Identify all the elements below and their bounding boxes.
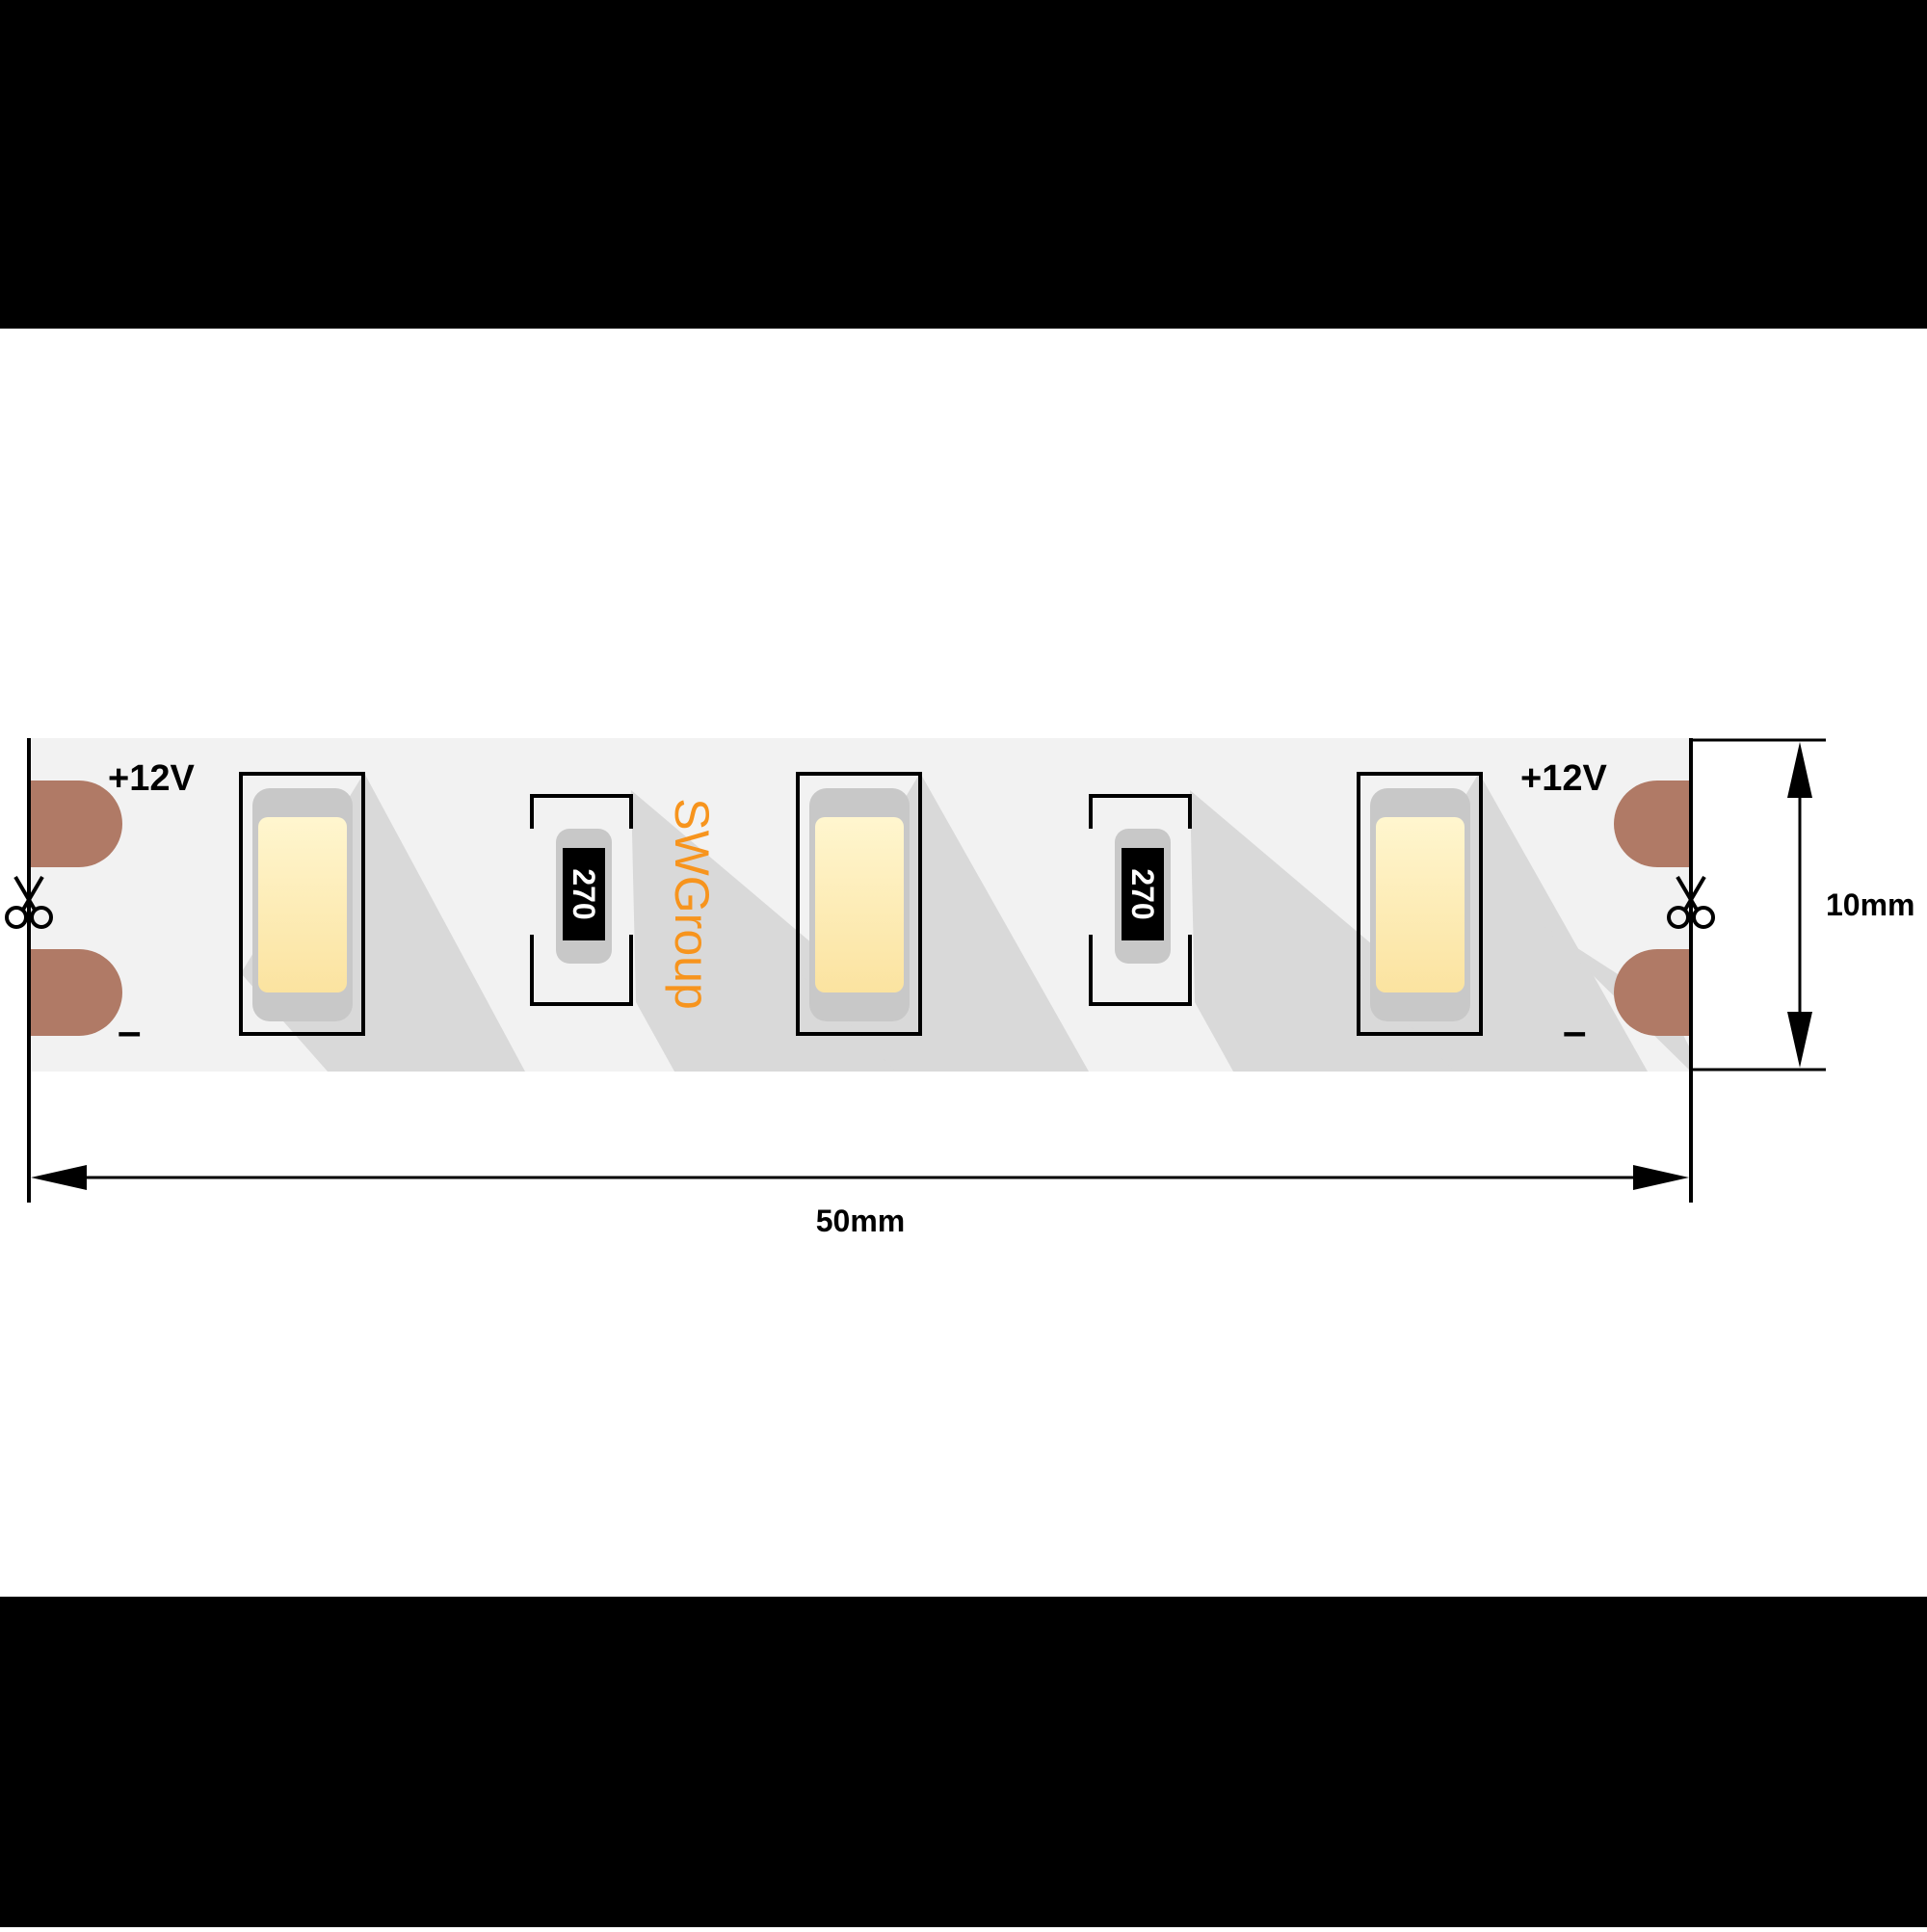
polarity-positive-left: +12V <box>108 758 195 799</box>
polarity-negative-left: – <box>118 1008 141 1055</box>
width-dimension: 10mm <box>1693 738 1915 1072</box>
led-2 <box>796 772 922 1036</box>
brand-logo: SWGroup <box>665 798 719 1010</box>
scissors-icon <box>1667 875 1715 929</box>
led-1 <box>239 772 365 1036</box>
dimension-length-label: 50mm <box>816 1204 906 1238</box>
pad-left-bottom <box>29 949 122 1036</box>
copper-pads <box>29 781 1691 1036</box>
arrow-icon <box>1787 742 1812 798</box>
arrow-icon <box>31 1165 87 1190</box>
pad-right-top <box>1614 781 1691 867</box>
resistor-2-code: 270 <box>1125 868 1160 919</box>
length-dimension: 50mm <box>31 1165 1689 1238</box>
arrow-icon <box>1787 1012 1812 1068</box>
resistor-2: 270 <box>1089 794 1192 1006</box>
scissors-icon <box>5 875 53 929</box>
pad-left-top <box>29 781 122 867</box>
led-3 <box>1357 772 1483 1036</box>
polarity-negative-right: – <box>1563 1008 1586 1055</box>
arrow-icon <box>1633 1165 1689 1190</box>
dimension-width-label: 10mm <box>1826 887 1915 922</box>
resistor-1-code: 270 <box>567 868 601 919</box>
top-black-band <box>0 0 1927 329</box>
pad-right-bottom <box>1614 949 1691 1036</box>
polarity-positive-right: +12V <box>1520 758 1607 799</box>
resistor-1: 270 <box>530 794 633 1006</box>
bottom-black-band <box>0 1597 1927 1927</box>
